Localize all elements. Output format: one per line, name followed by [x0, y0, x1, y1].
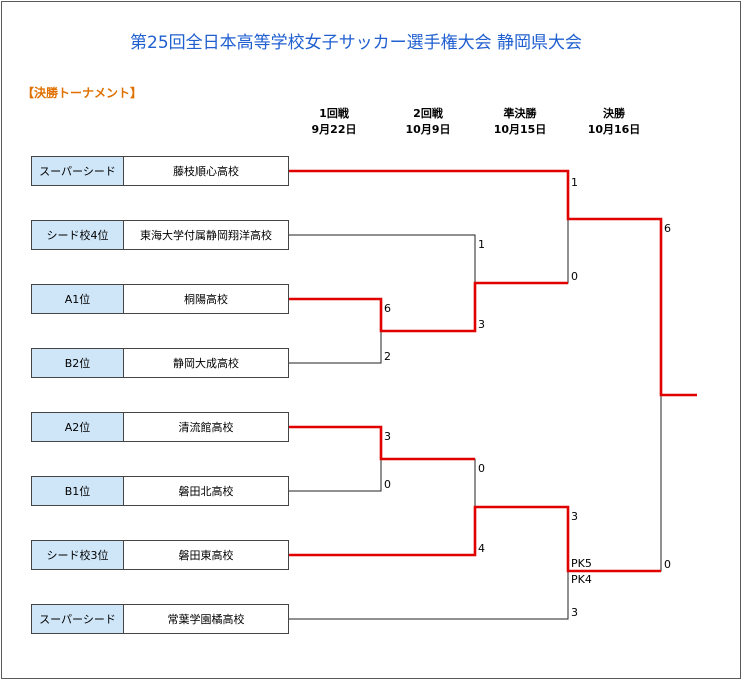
bracket-line: [568, 395, 662, 572]
score: 0: [571, 270, 578, 283]
bracket-line: [289, 571, 569, 620]
score: 2: [384, 350, 391, 363]
score: 6: [384, 302, 391, 315]
winner-path: [289, 169, 697, 397]
round-date: 10月16日: [587, 123, 641, 136]
round-name: 準決勝: [503, 107, 537, 120]
round-date: 10月15日: [493, 123, 547, 136]
team-name: 磐田北高校: [123, 476, 289, 506]
score: 1: [571, 176, 578, 189]
round-header-1: 1回戦 9月22日: [294, 106, 374, 138]
section-label: 【決勝トーナメント】: [22, 86, 143, 100]
score: 1: [478, 238, 485, 251]
round-header-2: 2回戦 10月9日: [388, 106, 468, 138]
bracket-line: [381, 458, 476, 507]
bracket-line: [289, 234, 476, 283]
round-date: 9月22日: [311, 123, 357, 136]
score: 3: [478, 318, 485, 331]
bracket-line: [289, 298, 382, 331]
seed-label: シード校3位: [31, 540, 124, 570]
score: 0: [478, 462, 485, 475]
team-name: 常葉学園橘高校: [123, 604, 289, 634]
round-name: 決勝: [603, 107, 625, 120]
team-name: 静岡大成高校: [123, 348, 289, 378]
pk-score: PK4: [571, 573, 592, 586]
bracket-line: [381, 283, 476, 332]
seed-label: A1位: [31, 284, 124, 314]
round-date: 10月9日: [405, 123, 451, 136]
score: 3: [571, 606, 578, 619]
bracket-line: [289, 426, 382, 459]
bracket-line: [289, 459, 382, 492]
seed-label: B1位: [31, 476, 124, 506]
round-name: 2回戦: [413, 107, 443, 120]
page-title: 第25回全日本高等学校女子サッカー選手権大会 静岡県大会: [130, 33, 583, 53]
seed-label: シード校4位: [31, 220, 124, 250]
bracket-line: [289, 170, 569, 219]
score: 6: [664, 222, 671, 235]
score: 0: [384, 478, 391, 491]
score: 4: [478, 542, 485, 555]
score: 0: [664, 558, 671, 571]
round-header-3: 準決勝 10月15日: [480, 106, 560, 138]
seed-label: B2位: [31, 348, 124, 378]
seed-label: A2位: [31, 412, 124, 442]
seed-label: スーパーシード: [31, 604, 124, 634]
seed-label: スーパーシード: [31, 156, 124, 186]
score: 3: [384, 430, 391, 443]
score: 3: [571, 510, 578, 523]
pk-score: PK5: [571, 557, 592, 570]
team-name: 磐田東高校: [123, 540, 289, 570]
winner-path: [289, 425, 475, 461]
winner-path: [289, 281, 568, 333]
bracket-line: [568, 218, 662, 395]
bracket-line: [475, 219, 569, 284]
bracket-line: [475, 506, 569, 571]
team-name: 桐陽高校: [123, 284, 289, 314]
winner-path: [289, 505, 661, 573]
round-header-4: 決勝 10月16日: [574, 106, 654, 138]
team-name: 清流館高校: [123, 412, 289, 442]
team-name: 東海大学付属静岡翔洋高校: [123, 220, 289, 250]
bracket-line: [289, 331, 382, 364]
bracket-line: [289, 507, 476, 556]
round-name: 1回戦: [319, 107, 349, 120]
team-name: 藤枝順心高校: [123, 156, 289, 186]
